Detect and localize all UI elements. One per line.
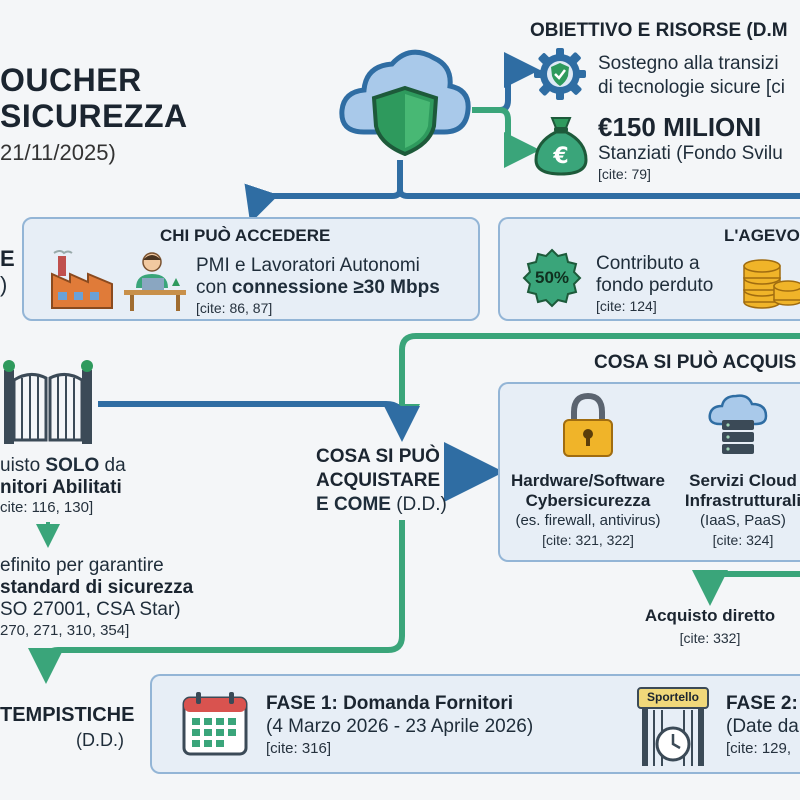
cosa-item-1-title-1: Hardware/Software — [511, 471, 665, 490]
cosa-center-line-3-bold: E COME — [316, 494, 391, 515]
cosa-item-1-cite: [cite: 321, 322] — [542, 532, 634, 548]
title-date: 21/11/2025) — [0, 140, 116, 165]
fase1-cite: [cite: 316] — [266, 740, 332, 757]
fornitori-line-1-post: da — [104, 455, 126, 476]
obiettivo-desc-2: di tecnologie sicure [ci — [598, 77, 785, 98]
calendar-icon — [182, 690, 248, 756]
agevolazione-cite: [cite: 124] — [596, 298, 657, 314]
cloud-server-icon — [706, 392, 770, 458]
fornitori-line-1-bold: SOLO — [45, 455, 100, 476]
cosa-item-2-title-1: Servizi Cloud — [689, 471, 797, 490]
factory-icon — [50, 250, 114, 310]
fornitori-std-3: SO 27001, CSA Star) — [0, 599, 181, 620]
chi-line-2: con connessione ≥30 Mbps — [196, 276, 440, 299]
fase1-title: FASE 1: Domanda Fornitori — [266, 693, 514, 714]
cosa-item-2-title-2: Infrastrutturali — [684, 491, 800, 510]
coins-icon — [742, 250, 800, 310]
fornitori-std-cite: 270, 271, 310, 354] — [0, 622, 130, 639]
agevolazione-badge: 50% — [534, 268, 570, 287]
fornitori-line-2: nitori Abilitati — [0, 477, 122, 498]
money-bag-icon: € — [532, 112, 590, 178]
tempistiche-line-2: (D.D.) — [76, 730, 124, 750]
chi-heading: CHI PUÒ ACCEDERE — [160, 226, 331, 245]
cloud-shield-icon — [336, 40, 474, 157]
gate-icon — [0, 356, 100, 446]
fornitori-std-1: efinito per garantire — [0, 555, 164, 576]
fase2-dates: (Date da — [726, 716, 799, 737]
sportello-gate-icon — [634, 686, 712, 768]
acquisto-label: Acquisto diretto — [644, 606, 776, 625]
obiettivo-fund-cite: [cite: 79] — [598, 166, 651, 182]
fase1-dates: (4 Marzo 2026 - 23 Aprile 2026) — [266, 716, 534, 737]
svg-text:€: € — [552, 144, 568, 169]
chi-cite: [cite: 86, 87] — [196, 300, 273, 316]
cosa-center-line-3-post: (D.D.) — [396, 494, 447, 515]
worker-laptop-icon — [122, 248, 188, 312]
fase2-cite: [cite: 129, — [726, 740, 792, 757]
obiettivo-heading: OBIETTIVO E RISORSE (D.M — [530, 20, 788, 41]
fornitori-line-1: uisto SOLO da — [0, 454, 126, 477]
agevolazione-line-2: fondo perduto — [596, 275, 714, 296]
fornitori-cite: cite: 116, 130] — [0, 499, 94, 516]
fornitori-line-1-pre: uisto — [0, 455, 41, 476]
cosa-item-2-sub: (IaaS, PaaS) — [700, 512, 786, 529]
obiettivo-desc-1: Sostegno alla transizi — [598, 53, 779, 74]
agevolazione-heading: L'AGEVO — [724, 226, 800, 245]
tempistiche-line-1: TEMPISTICHE — [0, 704, 135, 726]
cosa-item-2-cite: [cite: 324] — [712, 532, 774, 548]
obiettivo-amount: €150 MILIONI — [598, 112, 762, 142]
agevolazione-line-1: Contributo a — [596, 253, 700, 274]
percent-badge-icon — [522, 248, 582, 308]
chi-line-2-bold: connessione ≥30 Mbps — [231, 277, 440, 298]
title-line-2: SICUREZZA — [0, 98, 188, 134]
chi-line-1: PMI e Lavoratori Autonomi — [196, 255, 420, 276]
obiettivo-fund: Stanziati (Fondo Svilu — [598, 143, 783, 164]
cosa-item-1-title-2: Cybersicurezza — [525, 491, 651, 510]
sportello-label: Sportello — [646, 690, 699, 704]
cosa-center-line-2: ACQUISTARE — [316, 470, 441, 491]
fornitori-std-2: standard di sicurezza — [0, 577, 194, 598]
gear-shield-icon — [532, 46, 588, 102]
cosa-center-line-1: COSA SI PUÒ — [316, 446, 440, 467]
fase2-title: FASE 2: — [726, 693, 798, 714]
chi-line-2-pre: con — [196, 277, 227, 298]
cosa-center-line-3: E COME (D.D.) — [316, 494, 447, 516]
padlock-icon — [560, 392, 616, 458]
cosa-box-heading: COSA SI PUÒ ACQUIS — [594, 352, 797, 373]
left-stub-line-2: ) — [0, 272, 8, 297]
cosa-item-1-sub: (es. firewall, antivirus) — [515, 512, 661, 529]
acquisto-cite: [cite: 332] — [679, 630, 741, 646]
title-line-1: OUCHER — [0, 62, 142, 98]
left-stub-line-1: E — [0, 246, 15, 271]
